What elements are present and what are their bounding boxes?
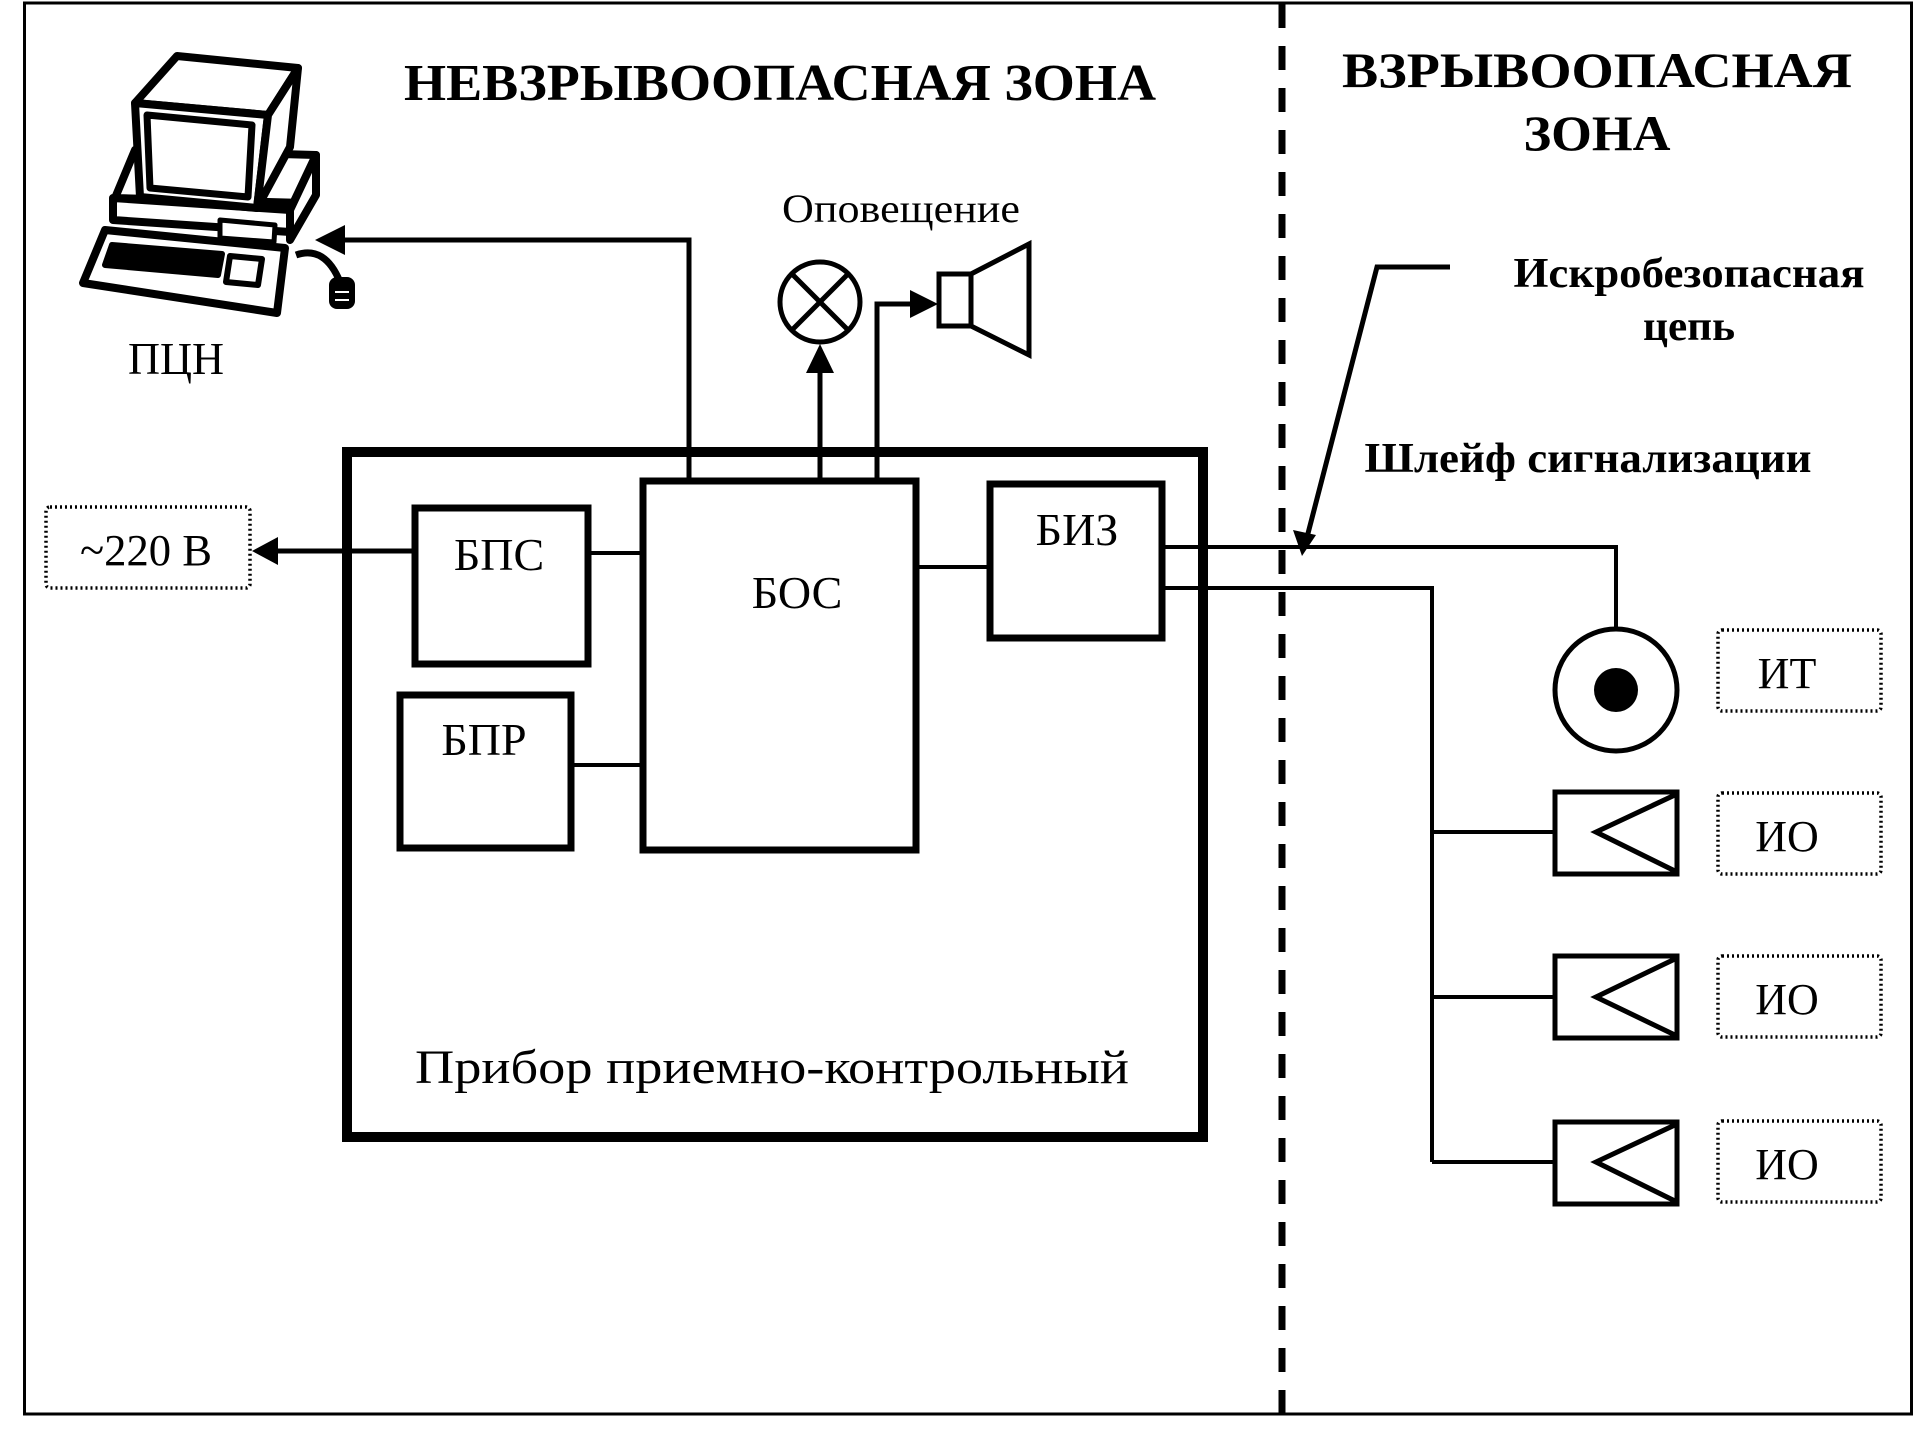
leader-line: [1302, 264, 1450, 546]
detector-label: ИО: [1755, 812, 1819, 861]
safe-zone-title: НЕВЗРЫВООПАСНАЯ ЗОНА: [404, 55, 1156, 112]
hazard-zone-title-line1: ВЗРЫВООПАСНАЯ: [1342, 42, 1852, 98]
leader-arrowhead: [1293, 530, 1316, 556]
block-biz: [986, 480, 1166, 642]
optical-detector-icon: [1552, 789, 1680, 877]
block-bpr: [396, 691, 575, 852]
block-biz-label: БИЗ: [1036, 504, 1119, 555]
heat-detector-icon: [1552, 626, 1680, 754]
notification-label: Оповещение: [782, 186, 1020, 231]
pcn-label: ПЦН: [128, 333, 224, 384]
computer-cable: [294, 249, 344, 284]
block-bos: [639, 477, 920, 854]
wire-bos-to-pcn: [328, 237, 692, 481]
detector-label: ИО: [1755, 975, 1819, 1024]
diagram-frame: [23, 1, 1913, 1416]
arrowhead-lamp: [806, 344, 834, 373]
detector-label: ИО: [1755, 1140, 1819, 1189]
optical-detector-icon: [1552, 953, 1680, 1041]
alarm-loop-label: Шлейф сигнализации: [1365, 436, 1812, 482]
block-bps-label: БПС: [454, 529, 544, 580]
block-bos-label: БОС: [752, 567, 843, 618]
wire-bos-to-siren: [874, 301, 915, 481]
control-panel-box: [342, 447, 1208, 1142]
alarm-loop-wire-optical: [1165, 586, 1434, 1162]
detector-label: ИТ: [1758, 649, 1817, 698]
siren-icon: [936, 239, 1032, 360]
alarm-loop-wire-heat: [1165, 545, 1618, 628]
lamp-icon: [777, 259, 863, 345]
block-bpr-label: БПР: [441, 714, 526, 765]
arrowhead-pcn: [315, 225, 345, 255]
intrinsic-circuit-label-line1: Искробезопасная: [1514, 251, 1865, 297]
intrinsic-circuit-label-line2: цепь: [1643, 304, 1735, 350]
optical-detector-icon: [1552, 1119, 1680, 1207]
block-bps: [411, 504, 592, 668]
arrowhead-mains: [252, 537, 278, 565]
control-panel-title: Прибор приемно-контрольный: [415, 1041, 1129, 1094]
arrowhead-siren: [910, 290, 938, 318]
hazard-zone-title-line2: ЗОНА: [1524, 105, 1671, 161]
mains-label: ~220 В: [80, 526, 212, 575]
computer-icon: [79, 52, 320, 317]
